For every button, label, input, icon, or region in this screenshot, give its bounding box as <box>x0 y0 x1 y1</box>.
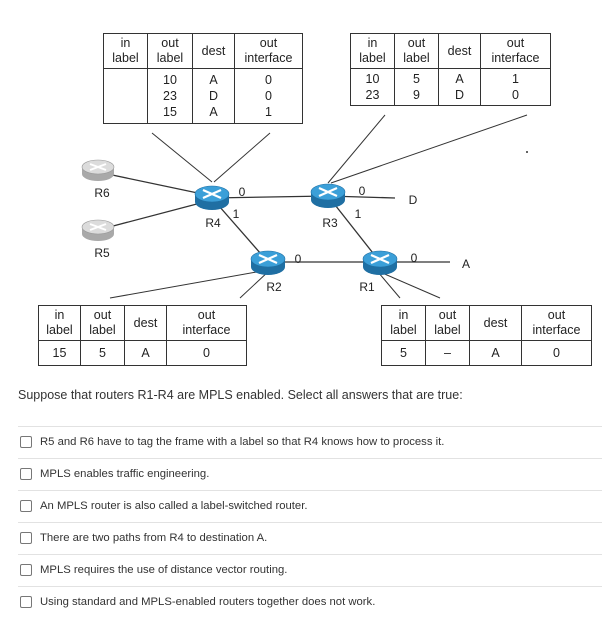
r4-table-callout-left <box>151 132 213 183</box>
router-r4 <box>194 185 230 210</box>
header-dest: dest <box>124 305 167 341</box>
option-1[interactable]: R5 and R6 have to tag the frame with a l… <box>18 426 602 457</box>
option-6-checkbox[interactable] <box>20 596 32 608</box>
r4-label: R4 <box>205 216 221 230</box>
link-r3-r1 <box>327 195 381 263</box>
dest-cell: A <box>124 340 167 366</box>
link-r4-r3 <box>211 195 329 199</box>
r2-table-callout-left <box>109 269 269 299</box>
question-text: Suppose that routers R1-R4 are MPLS enab… <box>18 388 463 402</box>
r1-port-0: 0 <box>411 251 418 265</box>
dest-d-label: D <box>409 193 418 207</box>
r3-label: R3 <box>322 216 338 230</box>
r4-port-0: 0 <box>239 185 246 199</box>
option-1-label: R5 and R6 have to tag the frame with a l… <box>40 436 445 448</box>
r1-table-callout-left <box>377 271 401 299</box>
header-dest: dest <box>438 33 481 69</box>
option-5-checkbox[interactable] <box>20 564 32 576</box>
r1-label: R1 <box>359 280 375 294</box>
r5-label: R5 <box>94 246 110 260</box>
r4-table-callout-right <box>213 132 271 183</box>
option-5-label: MPLS requires the use of distance vector… <box>40 564 288 576</box>
link-r6-r4 <box>97 171 213 197</box>
dest-a-label: A <box>462 257 470 271</box>
r4-port-1: 1 <box>233 207 240 221</box>
r3-port-1: 1 <box>355 207 362 221</box>
option-2-checkbox[interactable] <box>20 468 32 480</box>
dest-cell: A <box>469 340 522 366</box>
option-6[interactable]: Using standard and MPLS-enabled routers … <box>18 586 602 617</box>
option-3-label: An MPLS router is also called a label-sw… <box>40 500 308 512</box>
mpls-network-diagram: R6 R5 R4 R3 R2 R1 0 1 0 1 0 0 D A <box>81 114 528 299</box>
out-label-cell: 5 <box>80 340 125 366</box>
option-4[interactable]: There are two paths from R4 to destinati… <box>18 522 602 553</box>
option-5[interactable]: MPLS requires the use of distance vector… <box>18 554 602 585</box>
r3-table-callout-left <box>327 114 386 184</box>
r3-port-0: 0 <box>359 184 366 198</box>
header-dest: dest <box>192 33 235 69</box>
in-label-cell <box>103 68 148 124</box>
router-r6 <box>81 159 115 181</box>
r3-table-callout-right <box>330 114 528 184</box>
option-6-label: Using standard and MPLS-enabled routers … <box>40 596 376 608</box>
router-r5 <box>81 219 115 241</box>
in-label-cell: 15 <box>38 340 81 366</box>
option-3[interactable]: An MPLS router is also called a label-sw… <box>18 490 602 521</box>
option-1-checkbox[interactable] <box>20 436 32 448</box>
r2-port-0: 0 <box>295 252 302 266</box>
router-r3 <box>310 183 346 208</box>
router-r1 <box>362 250 398 275</box>
option-3-checkbox[interactable] <box>20 500 32 512</box>
option-4-checkbox[interactable] <box>20 532 32 544</box>
out-label-cell: – <box>425 340 470 366</box>
link-r5-r4 <box>97 199 213 231</box>
header-dest: dest <box>469 305 522 341</box>
r6-label: R6 <box>94 186 110 200</box>
r2-label: R2 <box>266 280 282 294</box>
option-4-label: There are two paths from R4 to destinati… <box>40 532 268 544</box>
router-r2 <box>250 250 286 275</box>
option-2-label: MPLS enables traffic engineering. <box>40 468 210 480</box>
option-2[interactable]: MPLS enables traffic engineering. <box>18 458 602 489</box>
r1-table-callout-right <box>379 271 441 299</box>
out-interface-cell: 0 <box>521 340 592 366</box>
out-interface-cell: 0 <box>166 340 247 366</box>
in-label-cell: 5 <box>381 340 426 366</box>
